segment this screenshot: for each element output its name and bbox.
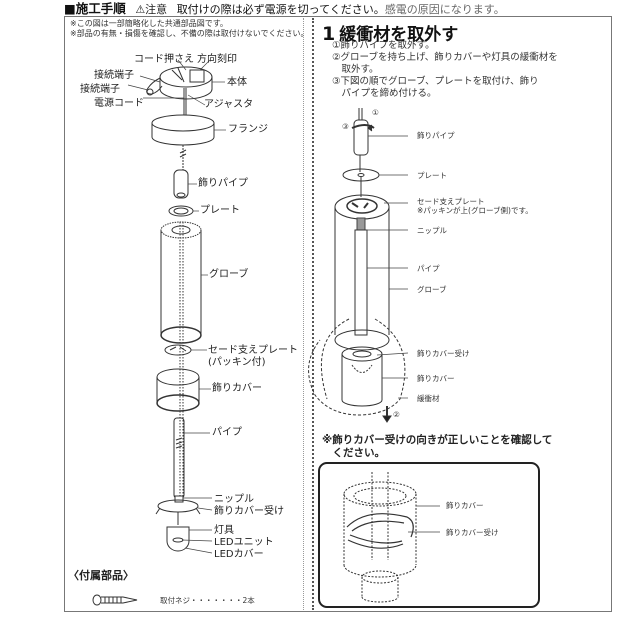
flange-icon [151, 114, 215, 146]
marker-three: ③ [342, 122, 349, 131]
note-check-parts: ※部品の有無・損傷を確認し、不備の際は取付けないでください。 [70, 29, 309, 38]
check-note-line-2: ください。 [322, 447, 385, 459]
terminal-icon [146, 77, 163, 96]
orientation-check-note: ※飾りカバー受けの向きが正しいことを確認して ください。 [322, 434, 552, 460]
r-label-nipple: ニップル [417, 226, 447, 235]
marker-one: ① [372, 108, 379, 117]
label-pipe: パイプ [212, 427, 242, 438]
assembly-diagram [308, 108, 406, 423]
check-note-line-1: ※飾りカバー受けの向きが正しいことを確認して [322, 434, 553, 446]
box-label-cover-receiver: 飾りカバー受け [446, 528, 499, 537]
note-simplified: ※この図は一部簡略化した共通部品図です。 [70, 19, 228, 28]
shade-plate-icon [164, 344, 192, 356]
plate-icon [168, 205, 194, 217]
r-label-pipe: パイプ [417, 264, 440, 273]
marker-two: ② [393, 410, 400, 419]
label-led-cover: LEDカバー [214, 549, 264, 560]
label-deco-pipe: 飾りパイプ [198, 178, 248, 189]
globe-icon [160, 221, 202, 500]
instruction-3b: パイプを締め付ける。 [332, 88, 437, 99]
warning-text: 取付けの際は必ず電源を切ってください。 [176, 3, 385, 16]
step-title-text: 緩衝材を取外す [339, 25, 459, 45]
instruction-1: ①飾りパイプを取外す。 [332, 40, 435, 51]
screw-icon [92, 594, 138, 606]
label-globe: グローブ [209, 269, 249, 280]
section-title: ■施工手順 [64, 1, 126, 16]
caution-label: ⚠注意 [135, 3, 168, 16]
label-direction-mark: 方向刻印 [197, 54, 237, 65]
r-label-cushion: 緩衝材 [417, 394, 440, 403]
accessory-screw-text: 取付ネジ・・・・・・・2本 [160, 596, 255, 605]
r-label-cover-receiver: 飾りカバー受け [417, 349, 470, 358]
box-label-deco-cover: 飾りカバー [446, 501, 484, 510]
label-shade-plate: セード支えプレート [208, 345, 298, 356]
nipple-icon [174, 495, 184, 503]
label-adjuster: アジャスタ [204, 99, 254, 110]
label-power-cord: 電源コード [94, 98, 144, 109]
label-cord-holder: コード押さえ [134, 54, 194, 65]
label-cover-receiver: 飾りカバー受け [214, 506, 284, 517]
label-deco-cover: 飾りカバー [212, 383, 262, 394]
r-label-packing-note: ※パッキンが上(グローブ側)です。 [417, 206, 533, 215]
deco-pipe-icon [173, 169, 189, 199]
label-flange: フランジ [228, 124, 268, 135]
label-terminal-1: 接続端子 [94, 70, 134, 81]
label-shade-plate-packing: (パッキン付) [208, 357, 266, 368]
label-terminal-2: 接続端子 [80, 84, 120, 95]
fixture-icon [166, 526, 190, 552]
label-nipple: ニップル [214, 494, 254, 505]
r-label-deco-pipe: 飾りパイプ [417, 131, 455, 140]
page-header: ■施工手順 ⚠注意 取付けの際は必ず電源を切ってください。感電の原因になります。 [64, 2, 505, 17]
r-label-shade-plate: セード支えプレート [417, 197, 485, 206]
warning-text-rest: 感電の原因になります。 [384, 3, 505, 16]
r-label-globe: グローブ [417, 285, 447, 294]
label-fixture: 灯具 [214, 525, 234, 536]
column-divider [303, 18, 314, 610]
deco-cover-icon [156, 368, 200, 412]
cover-receiver-icon [155, 499, 201, 525]
instruction-frame [64, 16, 612, 612]
orientation-detail-box [318, 462, 540, 608]
accessories-title: 〈付属部品〉 [68, 569, 134, 582]
label-led-unit: LEDユニット [214, 537, 274, 548]
instruction-3: ③下図の順でグローブ、プレートを取付け、飾り [332, 76, 539, 87]
instruction-2: ②グローブを持ち上げ、飾りカバーや灯具の緩衝材を [332, 52, 558, 63]
label-plate: プレート [200, 205, 240, 216]
cover-receiver-ring-icon [346, 513, 414, 549]
step-number: 1 [322, 23, 336, 45]
instruction-2b: 取外す。 [332, 64, 379, 75]
r-label-plate: プレート [417, 171, 447, 180]
label-body: 本体 [227, 77, 247, 88]
r-label-deco-cover: 飾りカバー [417, 374, 455, 383]
